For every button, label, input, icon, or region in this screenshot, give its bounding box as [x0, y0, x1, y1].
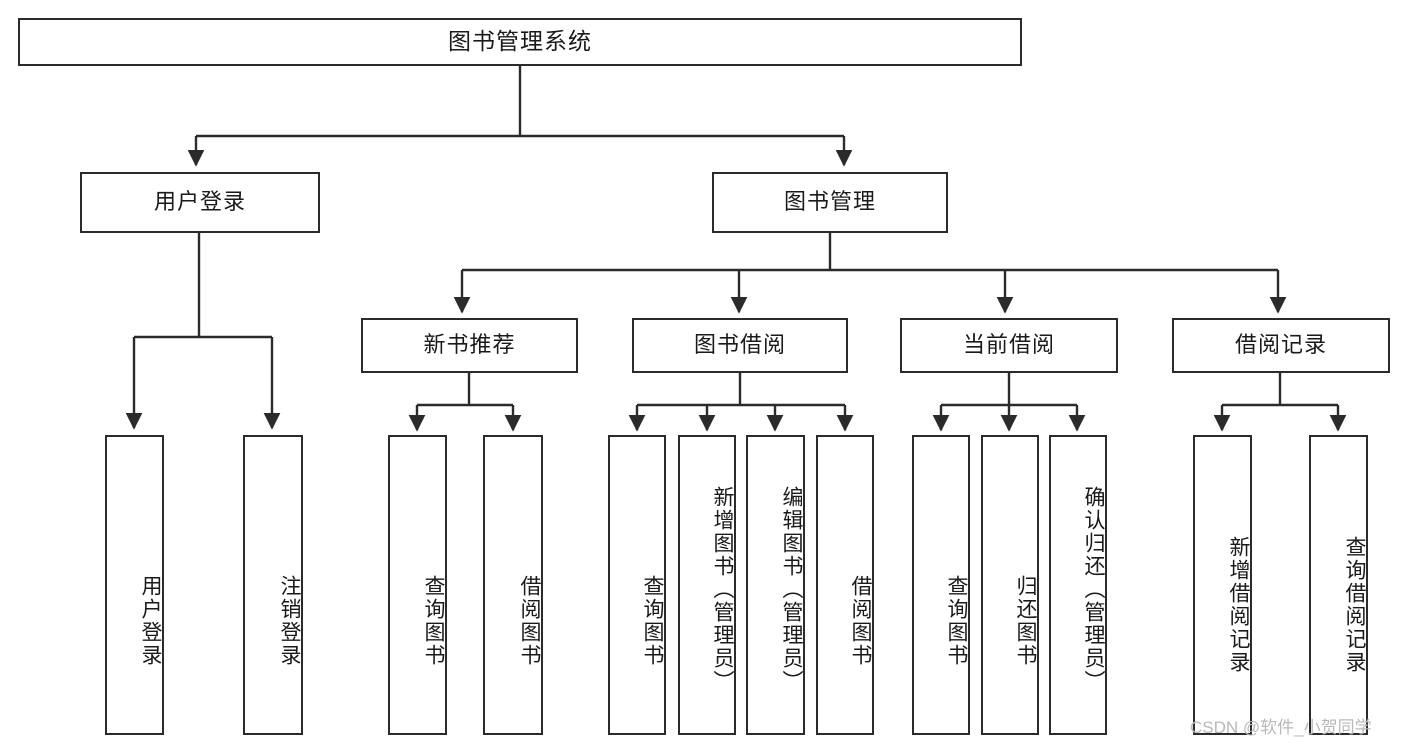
node-new-book-rec[interactable]: 新书推荐 [361, 318, 578, 373]
leaf-add-book-label: 新增图书（管理员） [711, 485, 734, 693]
leaf-return-book[interactable]: 归还图书 [981, 435, 1039, 735]
leaf-borrow-book-1[interactable]: 借阅图书 [483, 435, 543, 735]
node-current-borrow[interactable]: 当前借阅 [900, 318, 1118, 373]
leaf-edit-book[interactable]: 编辑图书（管理员） [746, 435, 805, 735]
leaf-query-book-2[interactable]: 查询图书 [608, 435, 666, 735]
leaf-borrow-book-2-label: 借阅图书 [849, 575, 872, 667]
leaf-add-book[interactable]: 新增图书（管理员） [678, 435, 736, 735]
leaf-query-record[interactable]: 查询借阅记录 [1309, 435, 1368, 735]
leaf-confirm-return[interactable]: 确认归还（管理员） [1049, 435, 1107, 735]
leaf-logout[interactable]: 注销登录 [243, 435, 303, 735]
leaf-query-record-label: 查询借阅记录 [1343, 536, 1366, 674]
node-new-book-rec-label: 新书推荐 [423, 332, 516, 358]
leaf-user-login[interactable]: 用户登录 [105, 435, 164, 735]
csdn-watermark: CSDN @软件_小贺同学 [1190, 718, 1372, 737]
node-root[interactable]: 图书管理系统 [18, 18, 1022, 66]
leaf-query-book-3-label: 查询图书 [945, 575, 968, 667]
leaf-return-book-label: 归还图书 [1014, 575, 1037, 667]
leaf-logout-label: 注销登录 [278, 575, 301, 667]
node-user-login-label: 用户登录 [153, 189, 246, 215]
leaf-borrow-book-2[interactable]: 借阅图书 [816, 435, 874, 735]
node-book-borrow-label: 图书借阅 [693, 332, 786, 358]
leaf-add-record[interactable]: 新增借阅记录 [1193, 435, 1252, 735]
leaf-query-book-1[interactable]: 查询图书 [388, 435, 447, 735]
leaf-add-record-label: 新增借阅记录 [1227, 536, 1250, 674]
leaf-borrow-book-1-label: 借阅图书 [518, 575, 541, 667]
node-borrow-record[interactable]: 借阅记录 [1172, 318, 1390, 373]
node-book-manage[interactable]: 图书管理 [712, 172, 948, 233]
node-book-borrow[interactable]: 图书借阅 [632, 318, 848, 373]
node-borrow-record-label: 借阅记录 [1234, 332, 1327, 358]
node-root-label: 图书管理系统 [448, 28, 592, 55]
node-book-manage-label: 图书管理 [783, 189, 876, 215]
leaf-user-login-label: 用户登录 [139, 575, 162, 667]
node-current-borrow-label: 当前借阅 [962, 332, 1055, 358]
leaf-query-book-1-label: 查询图书 [422, 575, 445, 667]
leaf-edit-book-label: 编辑图书（管理员） [780, 485, 803, 693]
node-user-login[interactable]: 用户登录 [80, 172, 320, 233]
leaf-query-book-2-label: 查询图书 [641, 575, 664, 667]
leaf-confirm-return-label: 确认归还（管理员） [1082, 485, 1105, 693]
leaf-query-book-3[interactable]: 查询图书 [912, 435, 970, 735]
